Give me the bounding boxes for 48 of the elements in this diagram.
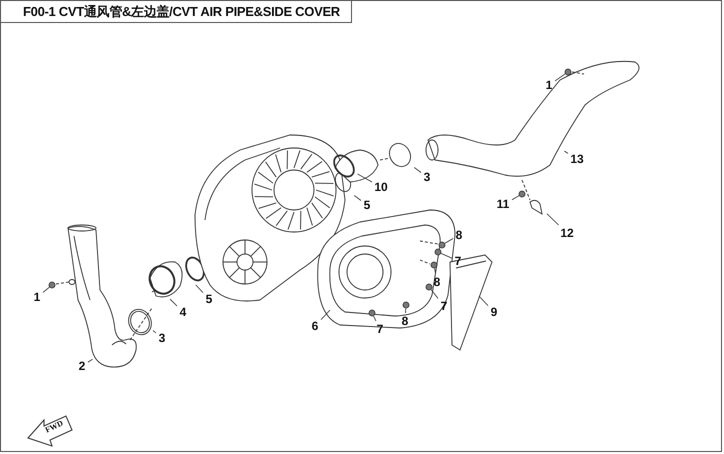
fastener-nut: [518, 190, 526, 198]
leader-line: [512, 195, 520, 200]
callout-number: 1: [546, 79, 552, 91]
leader-line: [42, 286, 50, 293]
callout-number: 13: [570, 153, 584, 165]
leader-line: [373, 316, 376, 322]
direction-label: FWD: [44, 419, 64, 435]
leader-line: [88, 358, 94, 363]
fastener-nut: [438, 242, 446, 248]
leader-line: [564, 150, 568, 154]
fastener-nut: [434, 248, 442, 256]
leader-line: [354, 195, 362, 201]
leader-line: [320, 310, 330, 320]
callout-number: 8: [434, 276, 440, 288]
leader-line: [414, 167, 422, 173]
callout-number: 11: [496, 198, 510, 210]
leader-line: [430, 289, 438, 299]
leader-line: [434, 268, 436, 274]
callout-number: 4: [180, 306, 186, 318]
leader-line: [195, 284, 204, 294]
callout-number: 9: [490, 306, 498, 318]
leader-line: [170, 298, 178, 306]
fastener-nut: [564, 68, 572, 76]
callout-number: 3: [158, 332, 166, 344]
fastener-nut: [402, 302, 410, 308]
title-text: F00-1 CVT通风管&左边盖/CVT AIR PIPE&SIDE COVER: [23, 2, 340, 21]
callout-number: 3: [424, 171, 430, 183]
callout-number: 5: [206, 293, 212, 305]
callout-number: 5: [364, 199, 370, 211]
callout-number: 10: [374, 181, 388, 193]
fastener-nut: [48, 282, 56, 288]
leader-line: [554, 74, 566, 82]
leader-line: [357, 174, 372, 182]
fastener-nut: [368, 310, 376, 316]
callout-number: 1: [34, 291, 40, 303]
leader-line: [478, 296, 488, 306]
callout-number: 8: [456, 229, 462, 241]
fastener-nut: [426, 284, 432, 290]
leader-line: [152, 330, 156, 334]
leader-line: [440, 253, 452, 259]
callout-number: 2: [78, 360, 86, 372]
leader-line: [405, 308, 406, 314]
leader-line: [546, 213, 560, 226]
callout-number: 8: [402, 315, 408, 327]
callout-number: 6: [312, 320, 318, 332]
callout-number: 12: [560, 227, 574, 239]
leader-line: [444, 238, 454, 244]
fastener-nut: [430, 262, 438, 268]
